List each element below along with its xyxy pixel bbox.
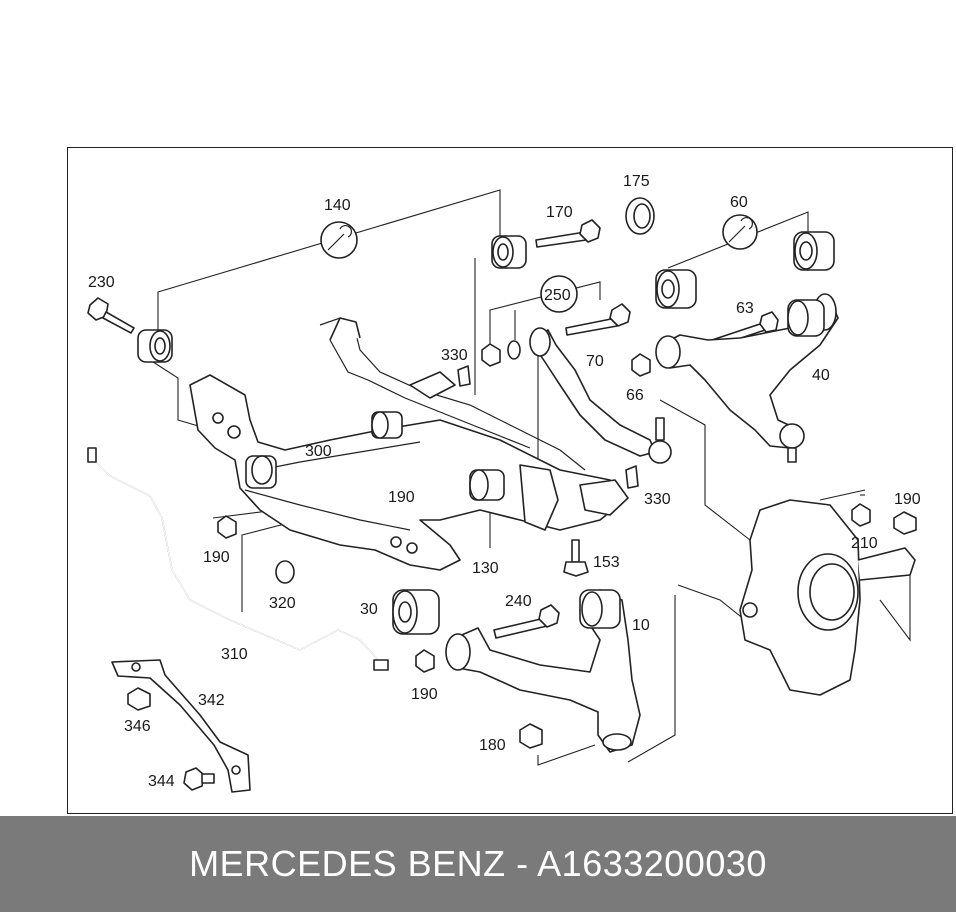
callout-labels: 140 170 175 60 230 250 63 330 70 66 40 3…	[88, 173, 921, 790]
bolt-170	[535, 219, 601, 248]
lower-control-arm-10	[445, 589, 641, 753]
diagram-frame	[67, 147, 953, 814]
label-210: 210	[851, 535, 878, 552]
label-330-right: 330	[644, 491, 671, 508]
label-330-top: 330	[441, 347, 468, 364]
part-number-caption: MERCEDES BENZ - A1633200030	[189, 843, 767, 884]
label-180: 180	[479, 737, 506, 754]
label-153: 153	[593, 554, 620, 571]
label-300: 300	[305, 443, 332, 460]
stabilizer-link-310	[87, 447, 389, 671]
bracket-342	[111, 659, 251, 793]
ball-joint-66	[648, 417, 672, 464]
rear-axle-subframe	[189, 317, 629, 571]
label-70: 70	[586, 353, 604, 370]
upper-control-arm-40	[655, 293, 839, 449]
footer-bar: MERCEDES BENZ - A1633200030	[0, 816, 956, 912]
label-10: 10	[632, 617, 650, 634]
label-250: 250	[544, 287, 571, 304]
label-240: 240	[505, 593, 532, 610]
label-230: 230	[88, 274, 115, 291]
wrench-icon-60	[722, 214, 758, 250]
label-175: 175	[623, 173, 650, 190]
bolt-240	[493, 604, 560, 639]
wheel-carrier	[739, 499, 916, 696]
nut-210	[851, 503, 871, 527]
label-346: 346	[124, 718, 151, 735]
ball-joint-40	[779, 423, 805, 463]
bolt-230	[87, 297, 135, 334]
bushing-140-right	[491, 235, 527, 269]
clip-330-right	[625, 465, 639, 489]
label-140: 140	[324, 197, 351, 214]
clip-330-left	[457, 365, 471, 387]
bushing-175	[625, 197, 655, 235]
label-342: 342	[198, 692, 225, 709]
label-320: 320	[269, 595, 296, 612]
label-190-left: 190	[203, 549, 230, 566]
label-170: 170	[546, 204, 573, 221]
label-30: 30	[360, 601, 378, 618]
label-190-right: 190	[894, 491, 921, 508]
label-310: 310	[221, 646, 248, 663]
bolt-153	[563, 539, 589, 577]
nut-330-left	[481, 340, 521, 367]
bushing-30	[392, 589, 440, 635]
callout-circle-250	[540, 275, 578, 313]
bushing-60-left	[655, 269, 697, 309]
nut-190-left	[217, 515, 237, 539]
nut-180	[519, 723, 543, 749]
nut-190-bottom	[415, 649, 435, 673]
label-344: 344	[148, 773, 175, 790]
label-190-bottom: 190	[411, 686, 438, 703]
label-63: 63	[736, 300, 754, 317]
label-66: 66	[626, 387, 644, 404]
bolt-250	[565, 303, 631, 336]
bushing-60-right	[793, 231, 835, 271]
plug-320	[275, 560, 295, 584]
nut-346	[127, 687, 151, 711]
nut-190-right	[893, 511, 917, 535]
bolt-344	[183, 767, 215, 791]
label-130: 130	[472, 560, 499, 577]
wrench-icon-140	[320, 221, 358, 259]
bushing-140-left	[137, 329, 173, 363]
nut-66	[631, 353, 651, 377]
label-190-mid: 190	[388, 489, 415, 506]
label-40: 40	[812, 367, 830, 384]
label-60: 60	[730, 194, 748, 211]
